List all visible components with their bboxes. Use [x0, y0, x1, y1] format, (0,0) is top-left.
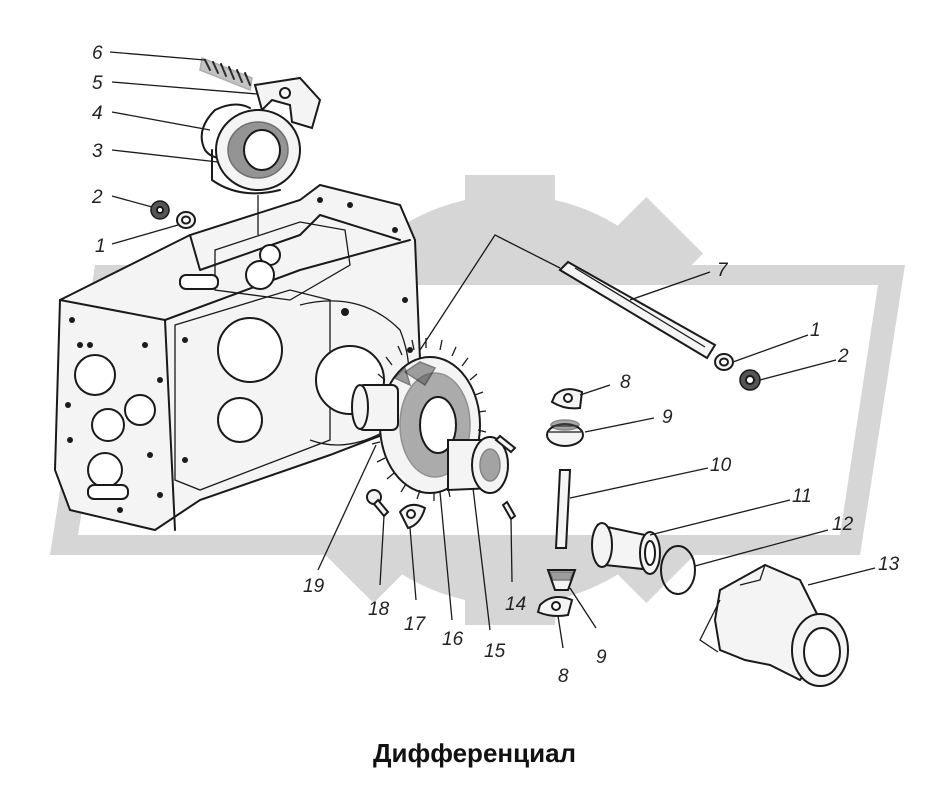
lock-plate-8-lower: [536, 595, 574, 617]
lock-plate-stack: [393, 361, 437, 387]
nut-2-left: [150, 200, 170, 220]
axle-sleeve-11: [591, 522, 661, 575]
gear-hub-19: [351, 384, 399, 431]
differential-case-15: [447, 436, 509, 494]
pinion-gear-9-lower: [546, 569, 577, 591]
bolt-18: [366, 489, 390, 518]
washer-1-right: [714, 353, 734, 371]
callout-3: 3: [92, 141, 103, 162]
callout-9-upper: 9: [662, 407, 673, 428]
callout-19: 19: [303, 576, 325, 597]
leader-lines: [109, 51, 876, 649]
axle-shaft-7: [558, 260, 717, 360]
gearbox-housing: [53, 183, 422, 532]
callout-1-left: 1: [95, 236, 106, 257]
callout-2-left: 2: [91, 187, 103, 208]
callouts: 6 5 4 3 2 1 7 1 2 8 9 10 11 12 13 19 18 …: [91, 43, 900, 687]
axle-housing-13: [699, 563, 849, 687]
pin-14: [494, 434, 517, 521]
lock-plate-17: [398, 503, 427, 530]
callout-18: 18: [368, 599, 390, 620]
nut-2-right: [739, 369, 761, 391]
callout-12: 12: [832, 514, 854, 535]
spring-6: [199, 56, 253, 92]
pinion-pin-10: [554, 469, 572, 549]
callout-11: 11: [792, 486, 812, 507]
callout-13: 13: [878, 554, 900, 575]
shift-fork-5: [253, 76, 322, 130]
callout-6: 6: [92, 43, 103, 64]
callout-2-right: 2: [837, 346, 849, 367]
washer-1-left: [176, 211, 196, 229]
callout-14: 14: [505, 594, 526, 615]
pinion-gear-9-upper: [546, 419, 584, 447]
callout-17: 17: [404, 614, 427, 635]
callout-1-right: 1: [810, 320, 821, 341]
lock-ring-12: [660, 545, 696, 595]
callout-8-lower: 8: [558, 666, 569, 687]
callout-15: 15: [484, 641, 506, 662]
callout-10: 10: [710, 455, 732, 476]
diagram-caption: Дифференциал: [372, 738, 577, 768]
release-bearing-3: [211, 109, 301, 195]
callout-16: 16: [442, 629, 464, 650]
callout-4: 4: [92, 103, 103, 124]
callout-8-upper: 8: [620, 372, 631, 393]
lock-plate-8-upper: [550, 388, 584, 410]
callout-5: 5: [92, 73, 103, 94]
callout-9-lower: 9: [596, 647, 607, 668]
callout-7: 7: [717, 260, 729, 281]
